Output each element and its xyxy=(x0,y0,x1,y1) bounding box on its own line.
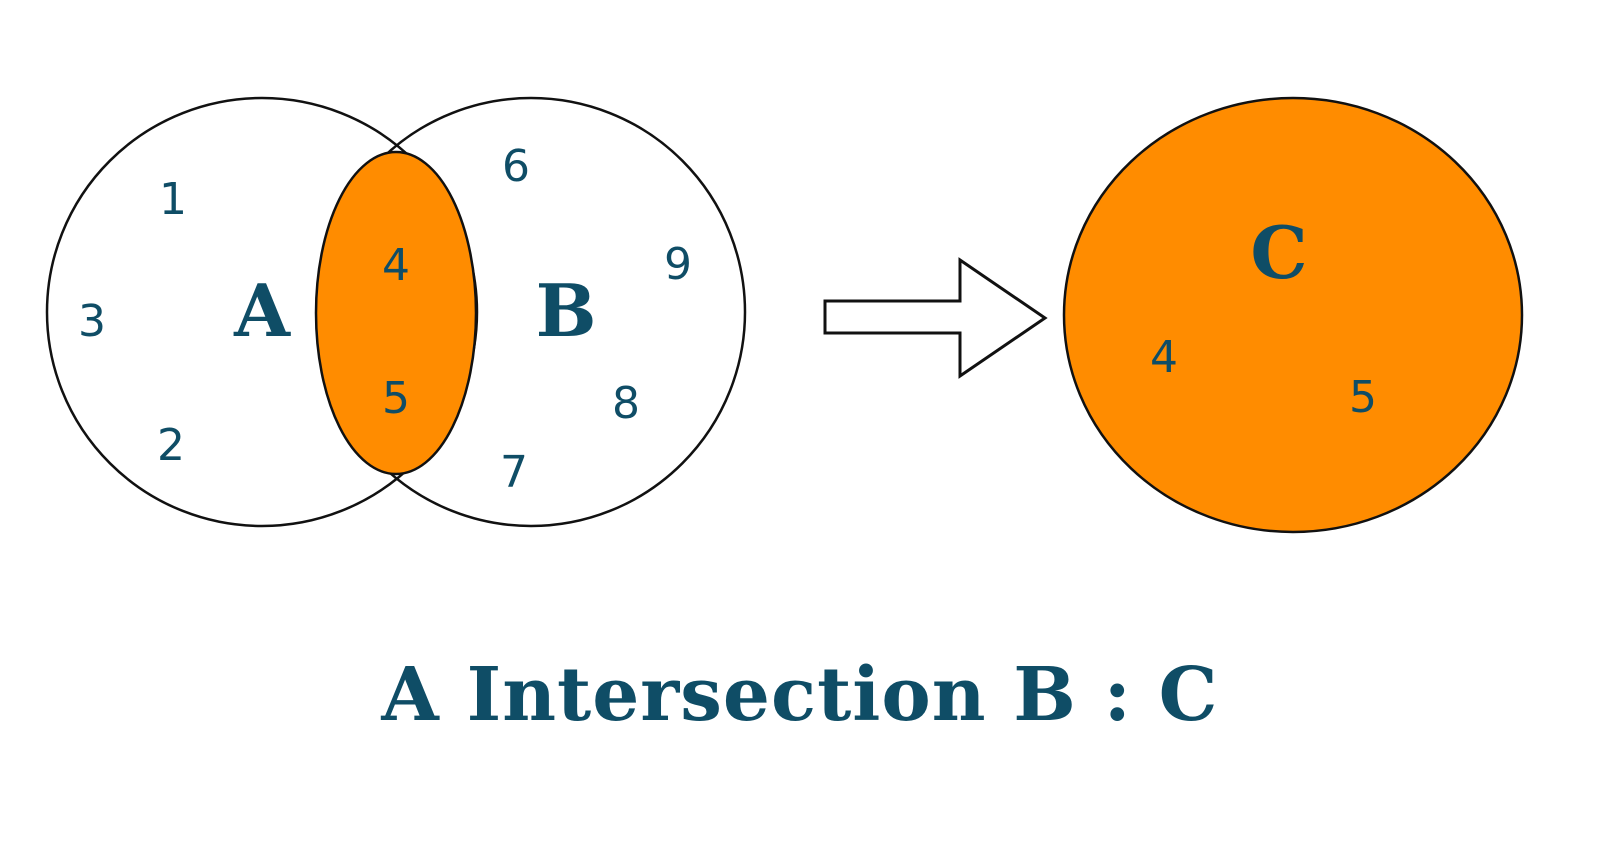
set-a-label: A xyxy=(233,268,291,353)
set-b-element: 7 xyxy=(500,447,528,498)
set-a-element: 3 xyxy=(78,296,106,347)
set-a-element: 2 xyxy=(157,420,185,471)
set-b-element: 9 xyxy=(664,239,692,290)
result-element: 4 xyxy=(1150,332,1178,383)
set-b-element: 6 xyxy=(502,141,530,192)
result-set-c-circle xyxy=(1062,96,1524,534)
set-b-label: B xyxy=(536,268,597,353)
right-arrow-icon xyxy=(823,257,1048,379)
intersection-element: 5 xyxy=(382,373,410,424)
set-b-element: 8 xyxy=(612,378,640,429)
result-element: 5 xyxy=(1349,372,1377,423)
result-set-c-label: C xyxy=(1250,210,1307,295)
intersection-element: 4 xyxy=(382,240,410,291)
diagram-caption: A Intersection B : C xyxy=(381,652,1219,738)
intersection-region xyxy=(314,150,478,476)
set-a-element: 1 xyxy=(159,174,187,225)
